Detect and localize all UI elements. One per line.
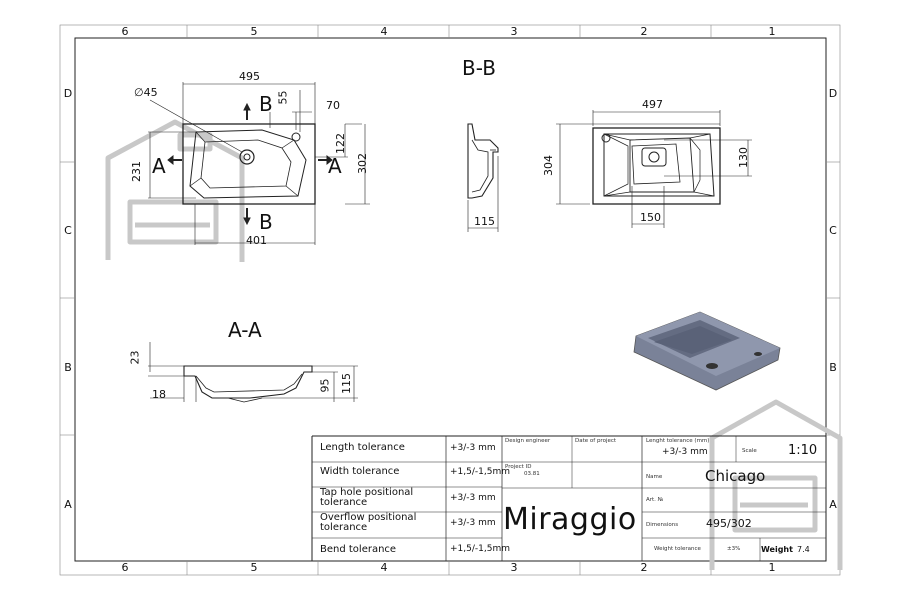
dimension-label: 55 bbox=[276, 90, 290, 105]
zone-row-label: C bbox=[829, 224, 837, 237]
project-id-value: 03.81 bbox=[524, 471, 540, 477]
tolerance-label: Length tolerance bbox=[320, 442, 405, 453]
section-marker: B bbox=[259, 210, 273, 234]
section-aa-view bbox=[148, 342, 358, 403]
dimension-label: 95 bbox=[318, 378, 332, 393]
zone-column-label: 4 bbox=[380, 561, 388, 574]
section-bb-title: B-B bbox=[462, 56, 496, 80]
tolerance-value: +1,5/-1,5mm bbox=[450, 544, 510, 554]
design-engineer-label: Design engineer bbox=[505, 438, 551, 444]
zone-column-label: 6 bbox=[121, 25, 129, 38]
tolerance-value: +3/-3 mm bbox=[450, 518, 496, 528]
dimension-label: 497 bbox=[642, 98, 663, 111]
tolerance-label: Width tolerance bbox=[320, 466, 400, 477]
dimension-label: ∅45 bbox=[134, 86, 158, 99]
section-bb-view bbox=[467, 123, 499, 232]
zone-row-label: D bbox=[828, 87, 838, 100]
dimension-label: 231 bbox=[130, 161, 143, 182]
section-marker: A bbox=[152, 154, 166, 178]
zone-row-label: A bbox=[64, 498, 72, 511]
dimension-label: 150 bbox=[640, 211, 661, 224]
zone-row-label: A bbox=[829, 498, 837, 511]
art-number-label: Art. № bbox=[646, 497, 664, 503]
weight-tolerance-value: ±3% bbox=[727, 546, 741, 552]
length-tolerance-value: +3/-3 mm bbox=[662, 447, 708, 457]
date-label: Date of project bbox=[575, 438, 617, 444]
zone-column-label: 3 bbox=[510, 25, 518, 38]
zone-column-label: 2 bbox=[640, 25, 648, 38]
tolerance-value: +3/-3 mm bbox=[450, 443, 496, 453]
zone-row-label: B bbox=[829, 361, 837, 374]
weight-tolerance-label: Weight tolerance bbox=[654, 546, 701, 552]
project-id-label: Project ID bbox=[505, 464, 532, 470]
section-marker: B bbox=[259, 92, 273, 116]
dimension-label: 130 bbox=[737, 147, 750, 168]
watermark-house-icon bbox=[105, 119, 245, 262]
tolerance-label: Overflow positional tolerance bbox=[320, 512, 417, 533]
scale-value: 1:10 bbox=[788, 443, 818, 458]
zone-row-label: C bbox=[64, 224, 72, 237]
zone-row-label: B bbox=[64, 361, 72, 374]
title-block-grid bbox=[311, 435, 826, 561]
dimensions-value: 495/302 bbox=[706, 517, 752, 530]
product-name: Chicago bbox=[705, 467, 766, 485]
dimensions-label: Dimensions bbox=[646, 522, 679, 528]
weight-label: Weight bbox=[761, 545, 793, 554]
zone-column-label: 5 bbox=[250, 561, 258, 574]
zone-column-label: 2 bbox=[640, 561, 648, 574]
top-view bbox=[148, 82, 370, 245]
watermark-house-icon bbox=[709, 399, 843, 570]
tolerance-label: Tap hole positional tolerance bbox=[320, 487, 414, 508]
tolerance-value: +1,5/-1,5mm bbox=[450, 467, 510, 477]
section-aa-title: A-A bbox=[228, 318, 262, 342]
section-marker: A bbox=[328, 154, 342, 178]
brand-logo: Miraggio bbox=[503, 502, 637, 537]
zone-column-label: 5 bbox=[250, 25, 258, 38]
dimension-label: 302 bbox=[356, 153, 369, 174]
dimension-label: 18 bbox=[152, 388, 166, 401]
zone-column-label: 1 bbox=[768, 25, 776, 38]
zone-row-label: D bbox=[63, 87, 73, 100]
zone-column-label: 6 bbox=[121, 561, 129, 574]
dimension-label: 70 bbox=[326, 99, 340, 112]
sink-3d-render bbox=[633, 311, 781, 391]
zone-column-label: 1 bbox=[768, 561, 776, 574]
dimension-label: 495 bbox=[239, 70, 260, 83]
dimension-label: 115 bbox=[340, 373, 353, 394]
weight-value: 7.4 bbox=[797, 545, 810, 554]
dimension-label: 304 bbox=[542, 155, 555, 176]
dimension-label: 122 bbox=[334, 133, 347, 154]
length-tolerance-label: Lenght tolerance (mm) bbox=[646, 438, 710, 444]
name-label: Name bbox=[646, 474, 663, 480]
zone-column-label: 4 bbox=[380, 25, 388, 38]
zone-column-label: 3 bbox=[510, 561, 518, 574]
dimension-label: 23 bbox=[128, 350, 142, 365]
scale-label: Scale bbox=[742, 448, 757, 454]
dimension-label: 115 bbox=[474, 215, 495, 228]
right-top-view bbox=[556, 110, 752, 228]
dimension-label: 401 bbox=[246, 234, 267, 247]
tolerance-value: +3/-3 mm bbox=[450, 493, 496, 503]
tolerance-label: Bend tolerance bbox=[320, 544, 397, 555]
